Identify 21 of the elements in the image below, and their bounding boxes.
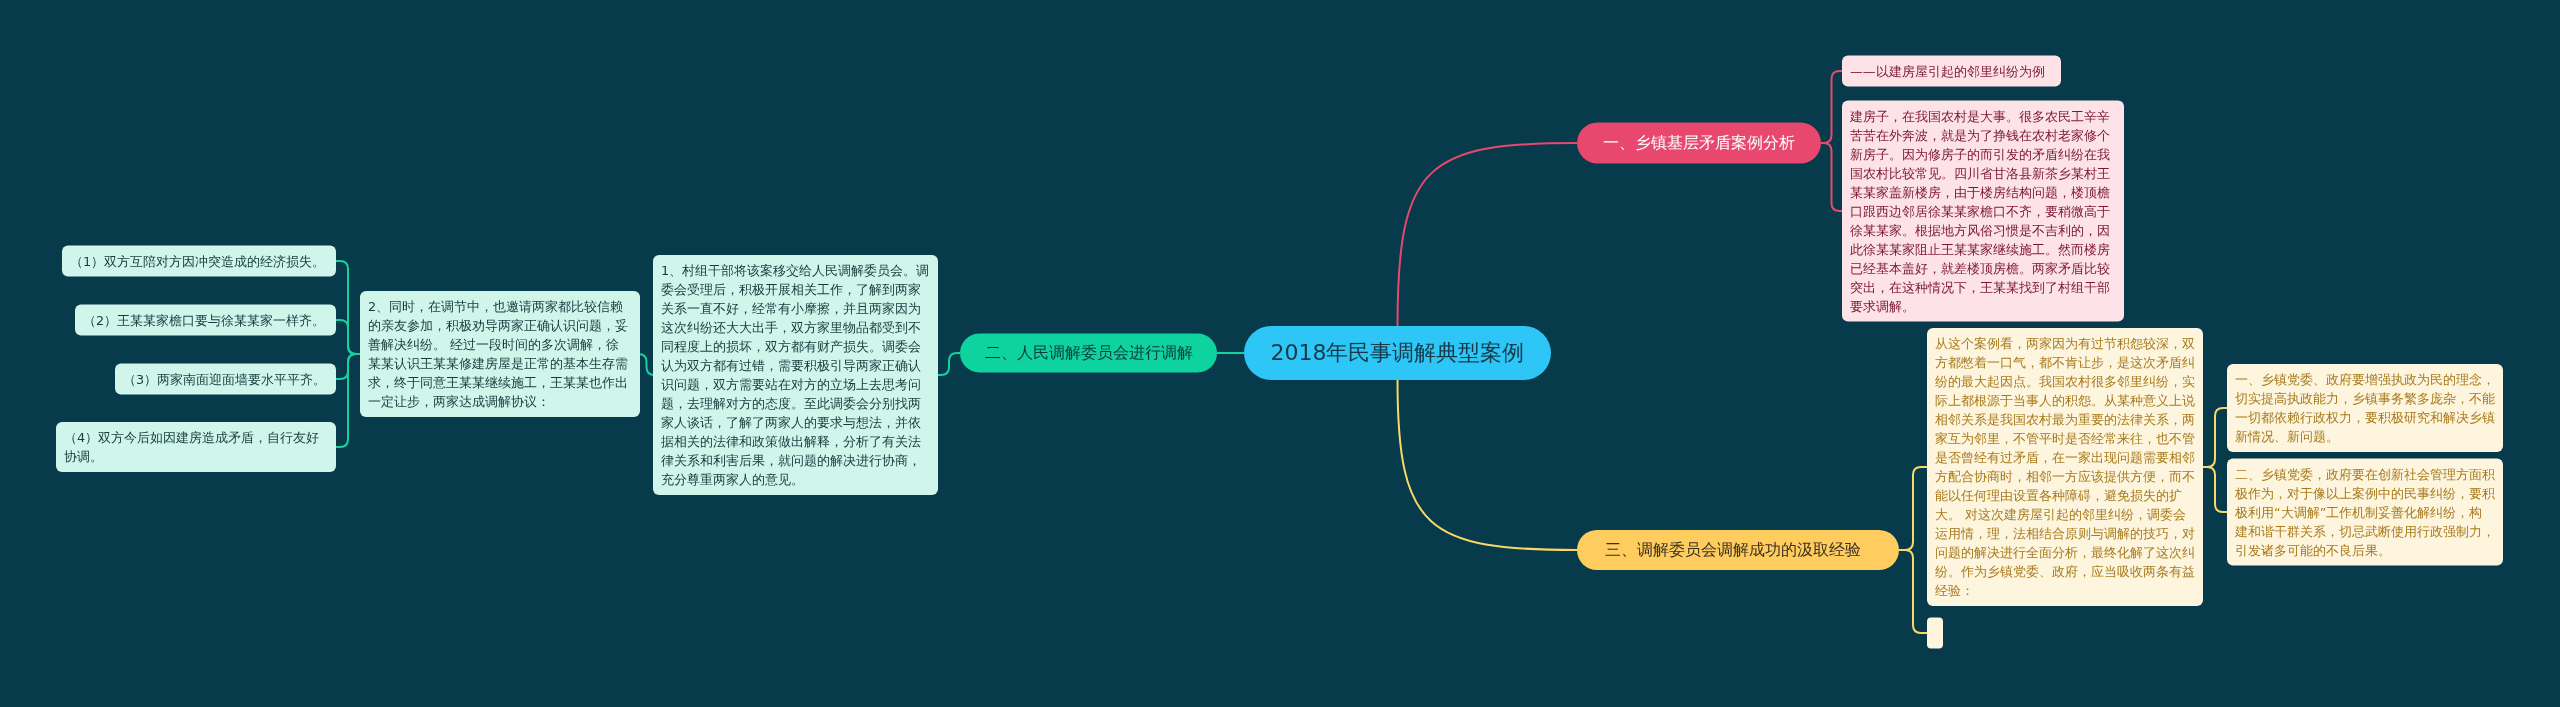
text-box: （4）双方今后如因建房造成矛盾，自行友好协调。 (56, 422, 336, 472)
connector-line (937, 352, 961, 376)
text-box: 1、村组干部将该案移交给人民调解委员会。调委会受理后，积极开展相关工作，了解到两家关系一直不好，经常有小摩擦，并且两家因为这次纠纷还大大出手，双方家里物品都受到不同程度上的损坏，双方都有财产损失。调委会认为双方都有过错，需要积极引导两家正确认识问题，双方需要站在对方的立场上去思考问题，去理解对方的态度。至此调委会分别找两家人谈话，了解了两家人的要求与想法，并依据相关的法律和政策做出解释，分析了有关法律关系和利害后果，就问题的解决进行协商，充分尊重两家人的意见。 (653, 255, 938, 495)
text-box: 建房子，在我国农村是大事。很多农民工辛辛苦苦在外奔波，就是为了挣钱在农村老家修个新房子。因为修房子的而引发的矛盾纠纷在我国农村比较常见。四川省甘洛县新茶乡某村王某某家盖新楼房，由于楼房结构问题，楼顶檐口跟西边邻居徐某某家檐口不齐，要稍微高于徐某某家。根据地方风俗习惯是不吉利的，因此徐某某家阻止王某某家继续施工。然而楼房已经基本盖好，就差楼顶房檐。两家矛盾比较突出，在这种情况下，王某某找到了村组干部要求调解。 (1842, 100, 2124, 322)
text-box: 2、同时，在调节中，也邀请两家都比较信赖的亲友参加，积极劝导两家正确认识问题，妥善解决纠纷。 经过一段时间的多次调解，徐某某认识王某某修建房屋是正常的基本生存需求，终于同意王某某继续施工，王某某也作出一定让步，两家达成调解协议： (360, 291, 640, 417)
text-box: （2）王某某家檐口要与徐某某家一样齐。 (75, 304, 336, 336)
text-box: （3）两家南面迎面墙要水平平齐。 (115, 363, 336, 395)
text-box: ——以建房屋引起的邻里纠纷为例 (1842, 55, 2061, 87)
text-box: 二、乡镇党委，政府要在创新社会管理方面积极作为，对于像以上案例中的民事纠纷，要积极利用“大调解”工作机制妥善化解纠纷，构建和谐干群关系，切忌武断使用行政强制力，引发诸多可能的不良后果。 (2227, 458, 2503, 566)
connector-line (1898, 549, 1928, 634)
connector-line (1396, 142, 1578, 327)
connector-line (1396, 379, 1578, 551)
text-box: （1）双方互陪对方因冲突造成的经济损失。 (62, 245, 336, 277)
empty-box (1927, 617, 1943, 649)
text-box: 一、乡镇党委、政府要增强执政为民的理念，切实提高执政能力，乡镇事务繁多庞杂，不能一切都依赖行政权力，要积极研究和解决乡镇新情况、新问题。 (2227, 364, 2503, 452)
branch-box: 一、乡镇基层矛盾案例分析 (1577, 122, 1821, 164)
branch-box: 三、调解委员会调解成功的汲取经验 (1577, 530, 1899, 570)
text-box: 从这个案例看，两家因为有过节积怨较深，双方都憋着一口气，都不肯让步，是这次矛盾纠纷的最大起因点。我国农村很多邻里纠纷，实际上都根源于当事人的积怨。从某种意义上说相邻关系是我国农村最为重要的法律关系，两家互为邻里，不管平时是否经常来往，也不管是否曾经有过矛盾，在一家出现问题需要相邻方配合协商时，相邻一方应该提供方便，而不能以任何理由设置各种障碍，避免损失的扩大。 对这次建房屋引起的邻里纠纷，调委会运用情，理，法相结合原则与调解的技巧，对问题的解决进行全面分析，最终化解了这次纠纷。作为乡镇党委、政府，应当吸收两条有益经验： (1927, 328, 2203, 606)
topic-box: 2018年民事调解典型案例 (1244, 326, 1551, 380)
connector-line (1216, 352, 1245, 354)
branch-box: 二、人民调解委员会进行调解 (960, 333, 1217, 373)
